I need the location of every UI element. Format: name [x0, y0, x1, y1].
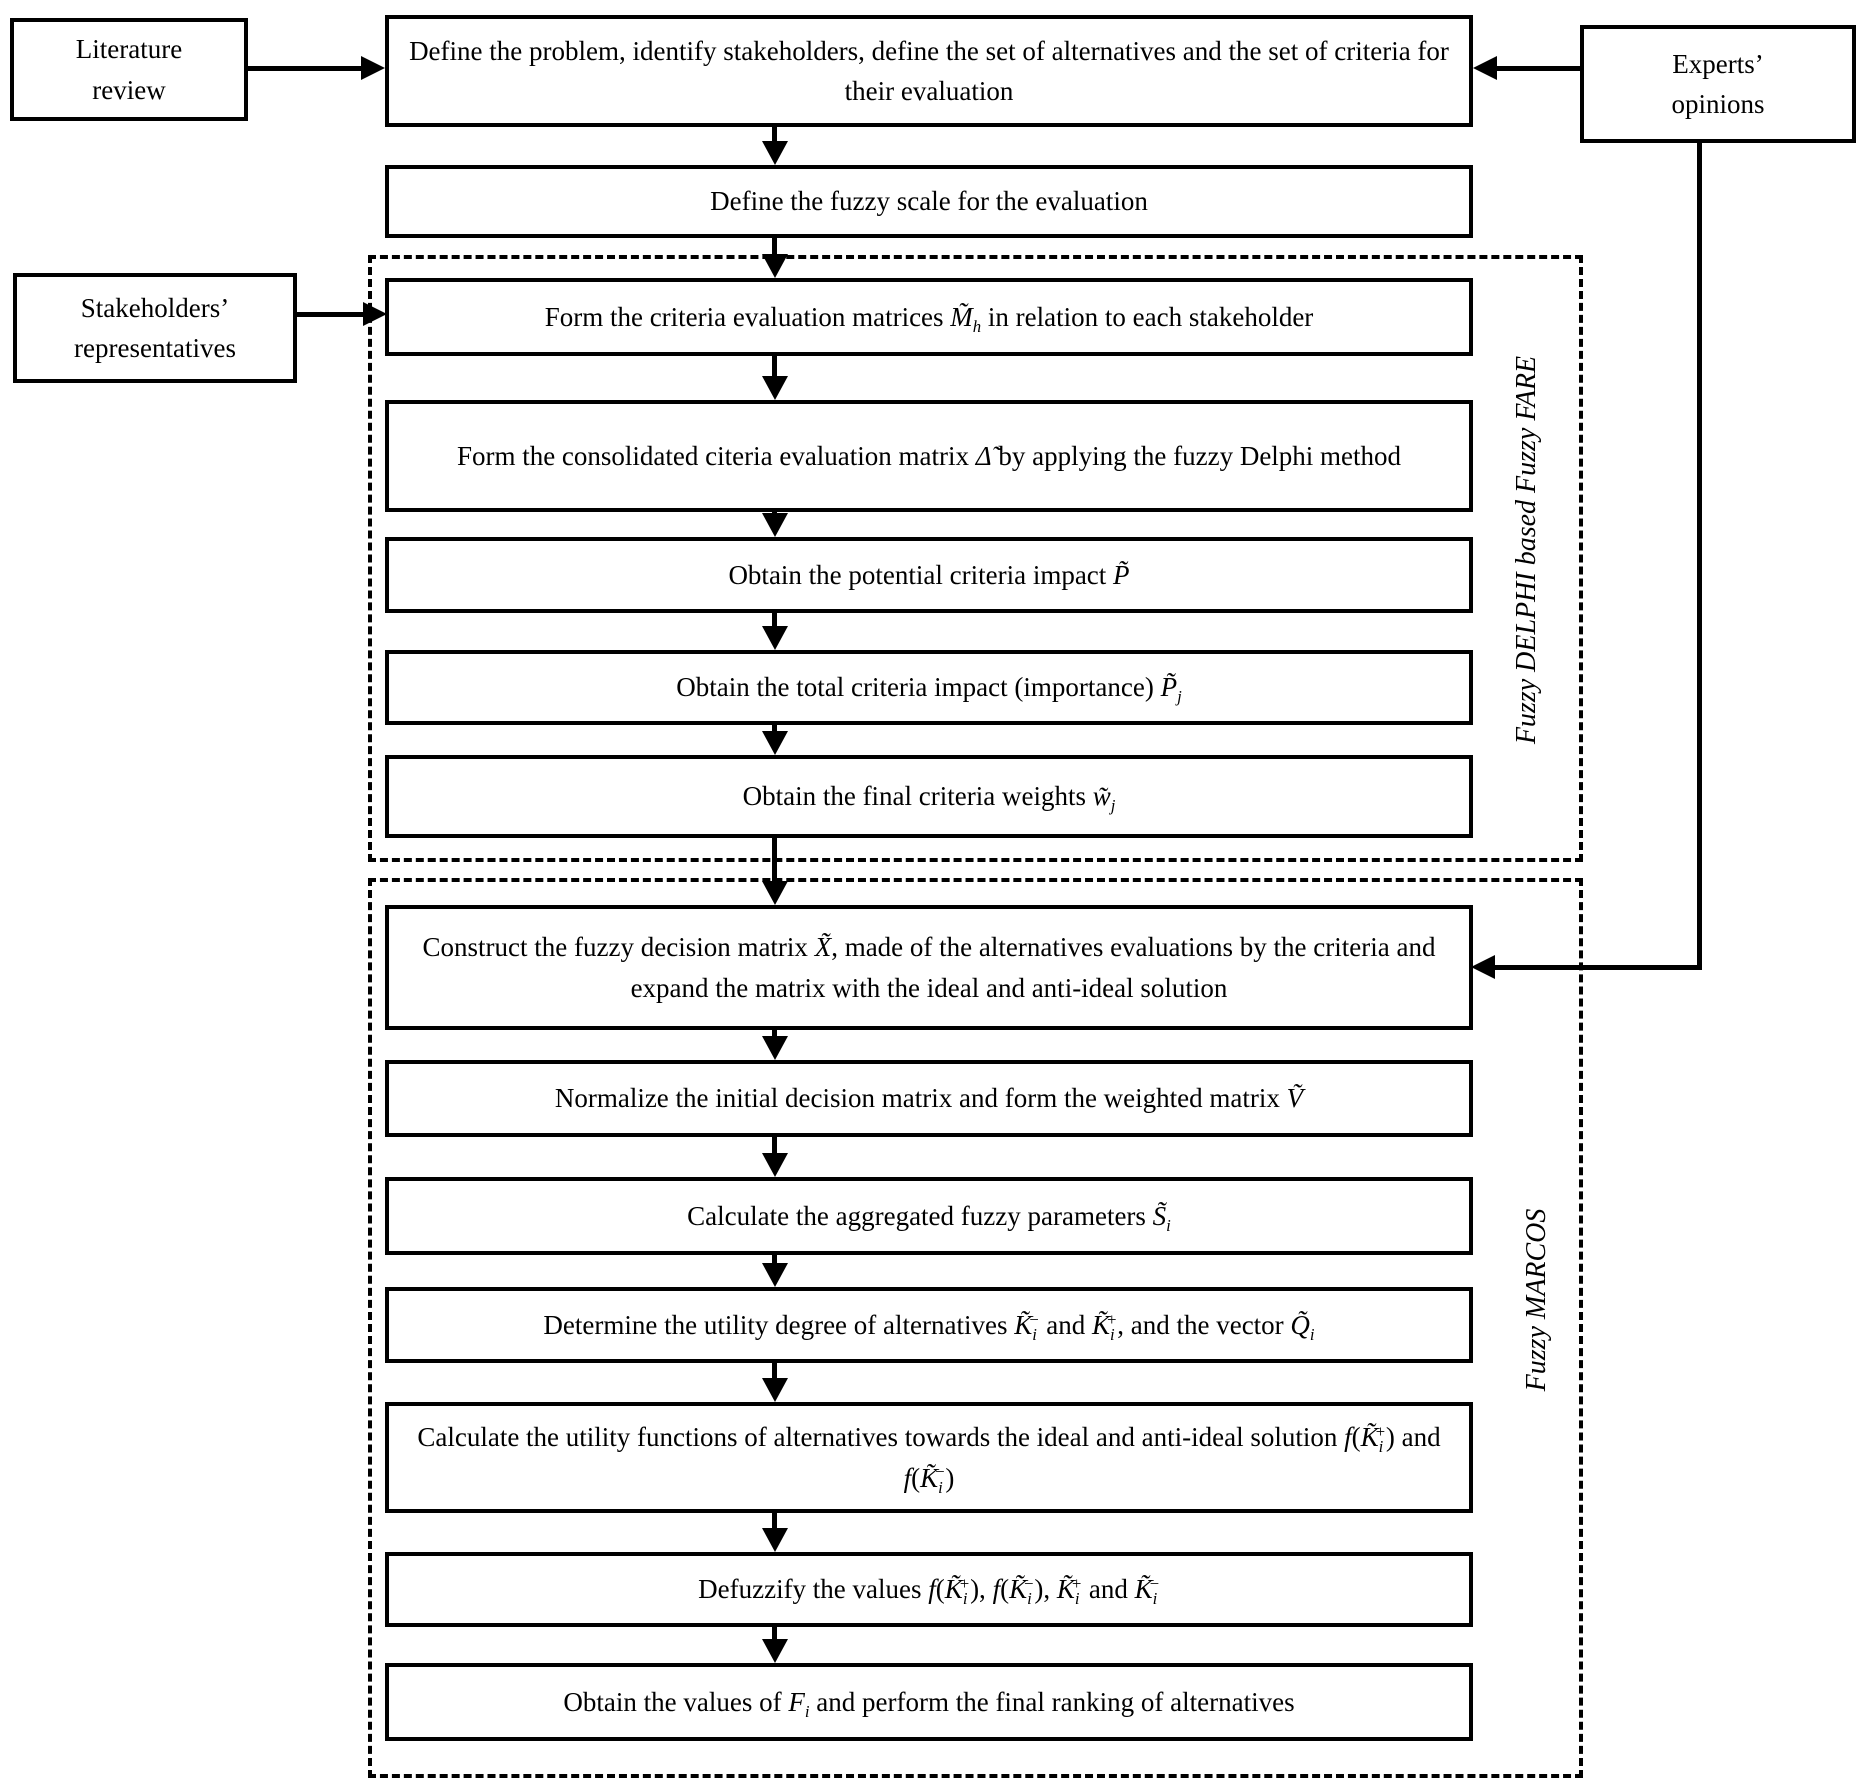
arrowhead-left-icon: [1471, 955, 1495, 979]
step-define-fuzzy-scale: Define the fuzzy scale for the evaluatio…: [385, 165, 1473, 238]
arrow-marcos4-to-marcos5: [772, 1363, 777, 1380]
marcos-step-utility-functions: Calculate the utility functions of alter…: [385, 1402, 1473, 1513]
marcos-step-6-label: Defuzzify the values f(K̃i+), f(K̃i−), K…: [698, 1574, 1160, 1609]
fare-step-1-label: Form the criteria evaluation matrices M̃…: [544, 301, 1314, 336]
arrowhead-left-icon: [1473, 56, 1497, 80]
marcos-step-utility-degree: Determine the utility degree of alternat…: [385, 1287, 1473, 1363]
fare-step-3-label: Obtain the potential criteria impact P̃: [728, 559, 1130, 590]
marcos-step-defuzzify: Defuzzify the values f(K̃i+), f(K̃i−), K…: [385, 1552, 1473, 1627]
fare-step-total-impact: Obtain the total criteria impact (import…: [385, 650, 1473, 725]
arrowhead-down-icon: [762, 1378, 788, 1402]
fare-step-potential-impact: Obtain the potential criteria impact P̃: [385, 537, 1473, 613]
fare-step-form-evaluation-matrices: Form the criteria evaluation matrices M̃…: [385, 278, 1473, 356]
arrowhead-down-icon: [762, 881, 788, 905]
marcos-step-3-label: Calculate the aggregated fuzzy parameter…: [687, 1200, 1171, 1235]
arrow-marcos3-to-marcos4: [772, 1255, 777, 1265]
arrow-experts-to-marcos1-vertical: [1697, 143, 1702, 970]
fuzzy-fare-group-label: Fuzzy DELPHI based Fuzzy FARE: [1511, 355, 1542, 745]
arrowhead-right-icon: [361, 56, 385, 80]
fuzzy-marcos-group-frame: [368, 878, 1583, 1778]
arrowhead-right-icon: [363, 302, 387, 326]
fare-step-5-label: Obtain the final criteria weights w̃j: [742, 781, 1116, 816]
marcos-step-final-ranking: Obtain the values of Fi and perform the …: [385, 1663, 1473, 1741]
fuzzy-fare-group-frame: [368, 255, 1583, 862]
arrowhead-down-icon: [762, 1036, 788, 1060]
arrow-stakeholders-to-fare1: [297, 312, 365, 317]
fare-step-2-label: Form the consolidated citeria evaluation…: [456, 440, 1402, 471]
arrowhead-down-icon: [762, 1263, 788, 1287]
arrow-marcos6-to-marcos7: [772, 1627, 777, 1641]
arrowhead-down-icon: [762, 1528, 788, 1552]
marcos-step-1-label: Construct the fuzzy decision matrix X̃, …: [422, 932, 1436, 1003]
arrow-scale-to-fare1: [772, 238, 777, 256]
step-define-fuzzy-scale-label: Define the fuzzy scale for the evaluatio…: [710, 186, 1148, 217]
arrow-fare2-to-fare3: [772, 508, 777, 515]
arrow-marcos2-to-marcos3: [772, 1137, 777, 1155]
arrowhead-down-icon: [762, 1639, 788, 1663]
arrowhead-down-icon: [762, 376, 788, 400]
marcos-step-4-label: Determine the utility degree of alternat…: [543, 1309, 1315, 1344]
arrow-marcos5-to-marcos6: [772, 1513, 777, 1530]
fare-step-4-label: Obtain the total criteria impact (import…: [676, 672, 1182, 707]
arrow-experts-to-marcos1-horizontal: [1493, 965, 1702, 970]
marcos-step-normalize-matrix: Normalize the initial decision matrix an…: [385, 1060, 1473, 1137]
arrow-fare1-to-fare2: [772, 356, 777, 378]
fuzzy-marcos-group-label: Fuzzy MARCOS: [1521, 1208, 1552, 1392]
arrowhead-down-icon: [762, 254, 788, 278]
marcos-step-7-label: Obtain the values of Fi and perform the …: [563, 1686, 1295, 1721]
arrow-experts-to-problem: [1495, 66, 1580, 71]
marcos-step-5-label: Calculate the utility functions of alter…: [417, 1421, 1441, 1497]
literature-review-label: Literature review: [75, 34, 183, 105]
arrow-problem-to-scale: [772, 127, 777, 143]
arrow-marcos1-to-marcos2: [772, 1030, 777, 1038]
arrow-fare4-to-fare5: [772, 725, 777, 733]
arrow-fare3-to-fare4: [772, 613, 777, 628]
marcos-step-construct-matrix: Construct the fuzzy decision matrix X̃, …: [385, 905, 1473, 1030]
arrowhead-down-icon: [762, 626, 788, 650]
step-define-problem: Define the problem, identify stakeholder…: [385, 15, 1473, 127]
marcos-step-aggregated-parameters: Calculate the aggregated fuzzy parameter…: [385, 1177, 1473, 1255]
experts-opinions-box: Experts’ opinions: [1580, 25, 1856, 143]
arrowhead-down-icon: [762, 1153, 788, 1177]
fare-step-consolidated-matrix: Form the consolidated citeria evaluation…: [385, 400, 1473, 512]
arrow-fare5-to-marcos1: [772, 838, 777, 883]
stakeholders-representatives-box: Stakeholders’ representatives: [13, 273, 297, 383]
step-define-problem-label: Define the problem, identify stakeholder…: [409, 35, 1449, 107]
arrowhead-down-icon: [762, 731, 788, 755]
arrowhead-down-icon: [762, 513, 788, 537]
arrow-literature-to-problem: [248, 66, 363, 71]
experts-opinions-label: Experts’ opinions: [1671, 48, 1765, 120]
arrowhead-down-icon: [762, 141, 788, 165]
stakeholders-representatives-label: Stakeholders’ representatives: [74, 292, 236, 364]
literature-review-box: Literature review: [10, 18, 248, 121]
fare-step-final-weights: Obtain the final criteria weights w̃j: [385, 755, 1473, 838]
marcos-step-2-label: Normalize the initial decision matrix an…: [554, 1083, 1304, 1114]
